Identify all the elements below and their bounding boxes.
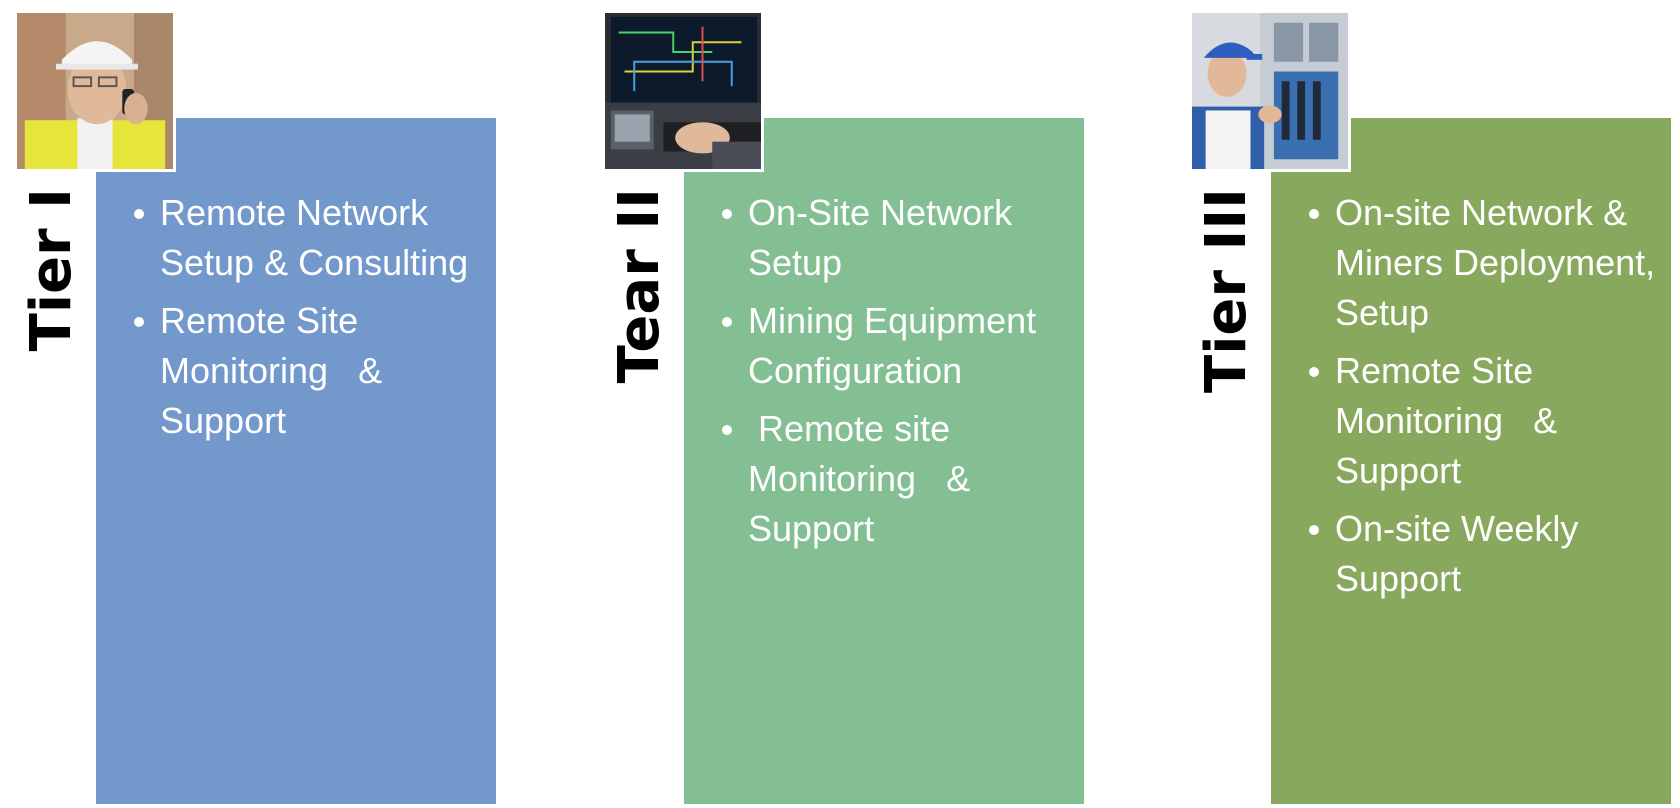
list-item-text: On-site Weekly Support bbox=[1335, 508, 1589, 599]
tier-3-column: Tier III On-site Network & Miners Deploy… bbox=[1175, 0, 1680, 808]
tier-2-service-list: On-Site Network Setup Mining Equipment C… bbox=[722, 188, 1072, 562]
list-item: Remote Site Monitoring & Support bbox=[1309, 346, 1659, 496]
list-item: Remote Site Monitoring & Support bbox=[134, 296, 484, 446]
tier-3-label: Tier III bbox=[1194, 188, 1259, 393]
tier-2-column: Tear II On-Site Network Setup Mining Equ… bbox=[588, 0, 1108, 808]
tier-1-panel bbox=[96, 118, 496, 804]
list-item: On-Site Network Setup bbox=[722, 188, 1072, 288]
list-item-text: Mining Equipment Configuration bbox=[748, 300, 1047, 391]
list-item-text: Remote Site Monitoring & Support bbox=[1335, 350, 1568, 491]
tier-3-service-list: On-site Network & Miners Deployment, Set… bbox=[1309, 188, 1659, 612]
list-item: On-site Network & Miners Deployment, Set… bbox=[1309, 188, 1659, 338]
list-item-text: Remote Network Setup & Consulting bbox=[160, 192, 469, 283]
list-item-text: Remote site Monitoring & Support bbox=[748, 408, 981, 549]
electrician-at-panel-photo-icon bbox=[1189, 10, 1351, 172]
tier-1-label: Tier I bbox=[19, 188, 84, 352]
tier-2-label: Tear II bbox=[607, 188, 672, 384]
tier-1-column: Tier I Remote Network Setup & Consulting… bbox=[0, 0, 520, 808]
list-item: Mining Equipment Configuration bbox=[722, 296, 1072, 396]
tier-1-service-list: Remote Network Setup & Consulting Remote… bbox=[134, 188, 484, 454]
list-item-text: Remote Site Monitoring & Support bbox=[160, 300, 393, 441]
list-item: On-site Weekly Support bbox=[1309, 504, 1659, 604]
control-room-monitor-photo-icon bbox=[602, 10, 764, 172]
engineer-on-phone-photo-icon bbox=[14, 10, 176, 172]
list-item: Remote Network Setup & Consulting bbox=[134, 188, 484, 288]
list-item-text: On-Site Network Setup bbox=[748, 192, 1023, 283]
tier-3-panel bbox=[1271, 118, 1671, 804]
list-item-text: On-site Network & Miners Deployment, Set… bbox=[1335, 192, 1666, 333]
tier-2-panel bbox=[684, 118, 1084, 804]
list-item: Remote site Monitoring & Support bbox=[722, 404, 1072, 554]
